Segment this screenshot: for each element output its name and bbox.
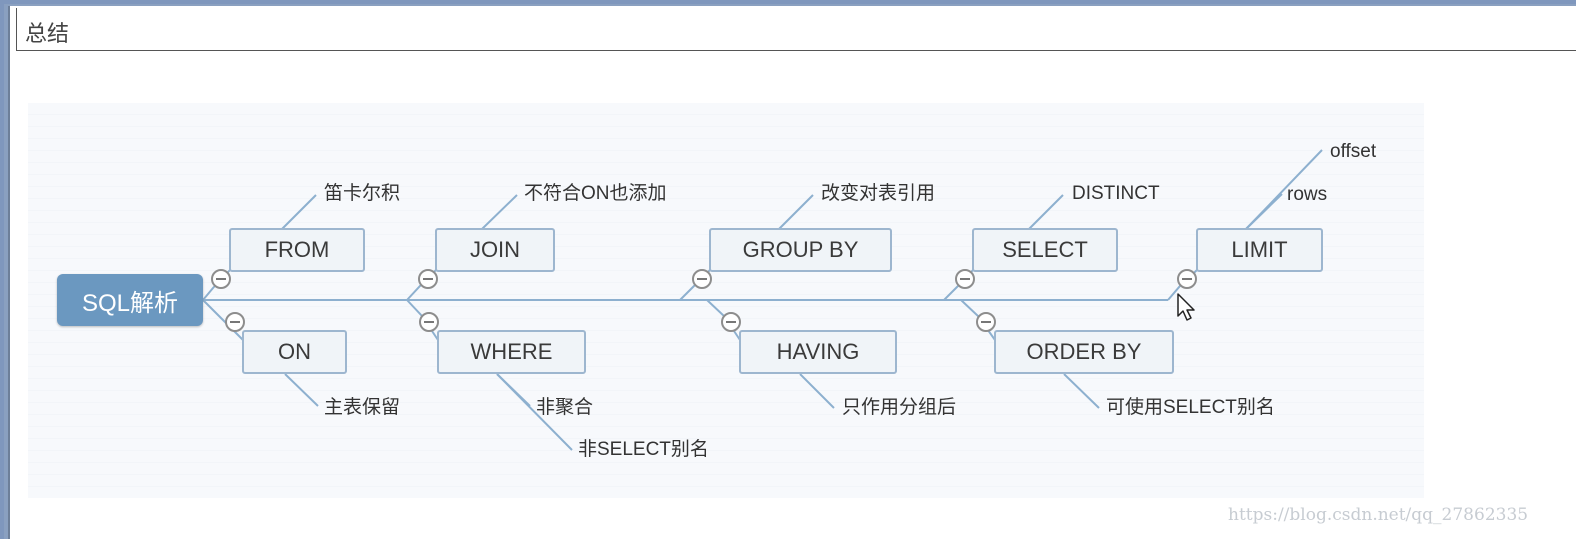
note-group-by: 改变对表引用 bbox=[821, 183, 936, 204]
note-where-1: 非聚合 bbox=[536, 397, 594, 418]
node-having[interactable]: HAVING bbox=[739, 330, 897, 374]
note-where-2: 非SELECT别名 bbox=[578, 439, 709, 460]
note-order-by: 可使用SELECT别名 bbox=[1106, 397, 1275, 418]
note-having: 只作用分组后 bbox=[842, 397, 957, 418]
leader-where-2 bbox=[496, 373, 573, 451]
collapse-toggle-join-icon[interactable] bbox=[418, 269, 438, 289]
note-join: 不符合ON也添加 bbox=[524, 183, 667, 204]
note-select: DISTINCT bbox=[1072, 183, 1160, 204]
collapse-toggle-select-icon[interactable] bbox=[955, 269, 975, 289]
panel-header: 总结 bbox=[16, 8, 1576, 51]
leader-having bbox=[799, 373, 835, 409]
collapse-toggle-group-by-icon[interactable] bbox=[692, 269, 712, 289]
note-limit-1: offset bbox=[1330, 141, 1377, 162]
note-on: 主表保留 bbox=[324, 397, 401, 418]
leader-join bbox=[481, 194, 518, 230]
panel-title: 总结 bbox=[25, 22, 70, 47]
root-node[interactable]: SQL解析 bbox=[57, 274, 203, 326]
collapse-toggle-having-icon[interactable] bbox=[721, 312, 741, 332]
collapse-toggle-order-by-icon[interactable] bbox=[976, 312, 996, 332]
leader-on bbox=[284, 373, 319, 407]
node-join[interactable]: JOIN bbox=[435, 228, 555, 272]
node-limit[interactable]: LIMIT bbox=[1196, 228, 1323, 272]
node-on[interactable]: ON bbox=[242, 330, 347, 374]
watermark-url: https://blog.csdn.net/qq_27862335 bbox=[1228, 505, 1529, 525]
leader-group-by bbox=[778, 194, 814, 230]
leader-limit-2 bbox=[1245, 193, 1283, 230]
node-group-by[interactable]: GROUP BY bbox=[709, 228, 892, 272]
note-from: 笛卡尔积 bbox=[324, 183, 401, 204]
collapse-toggle-on-icon[interactable] bbox=[225, 312, 245, 332]
leader-select bbox=[1028, 194, 1064, 230]
mouse-pointer-icon bbox=[1177, 293, 1195, 321]
collapse-toggle-from-icon[interactable] bbox=[211, 269, 231, 289]
node-select[interactable]: SELECT bbox=[972, 228, 1118, 272]
note-limit-2: rows bbox=[1287, 184, 1328, 205]
leader-from bbox=[281, 194, 317, 230]
leader-order-by bbox=[1063, 373, 1100, 409]
node-from[interactable]: FROM bbox=[229, 228, 365, 272]
collapse-toggle-where-icon[interactable] bbox=[419, 312, 439, 332]
node-where[interactable]: WHERE bbox=[437, 330, 586, 374]
node-order-by[interactable]: ORDER BY bbox=[994, 330, 1174, 374]
collapse-toggle-limit-icon[interactable] bbox=[1177, 269, 1197, 289]
